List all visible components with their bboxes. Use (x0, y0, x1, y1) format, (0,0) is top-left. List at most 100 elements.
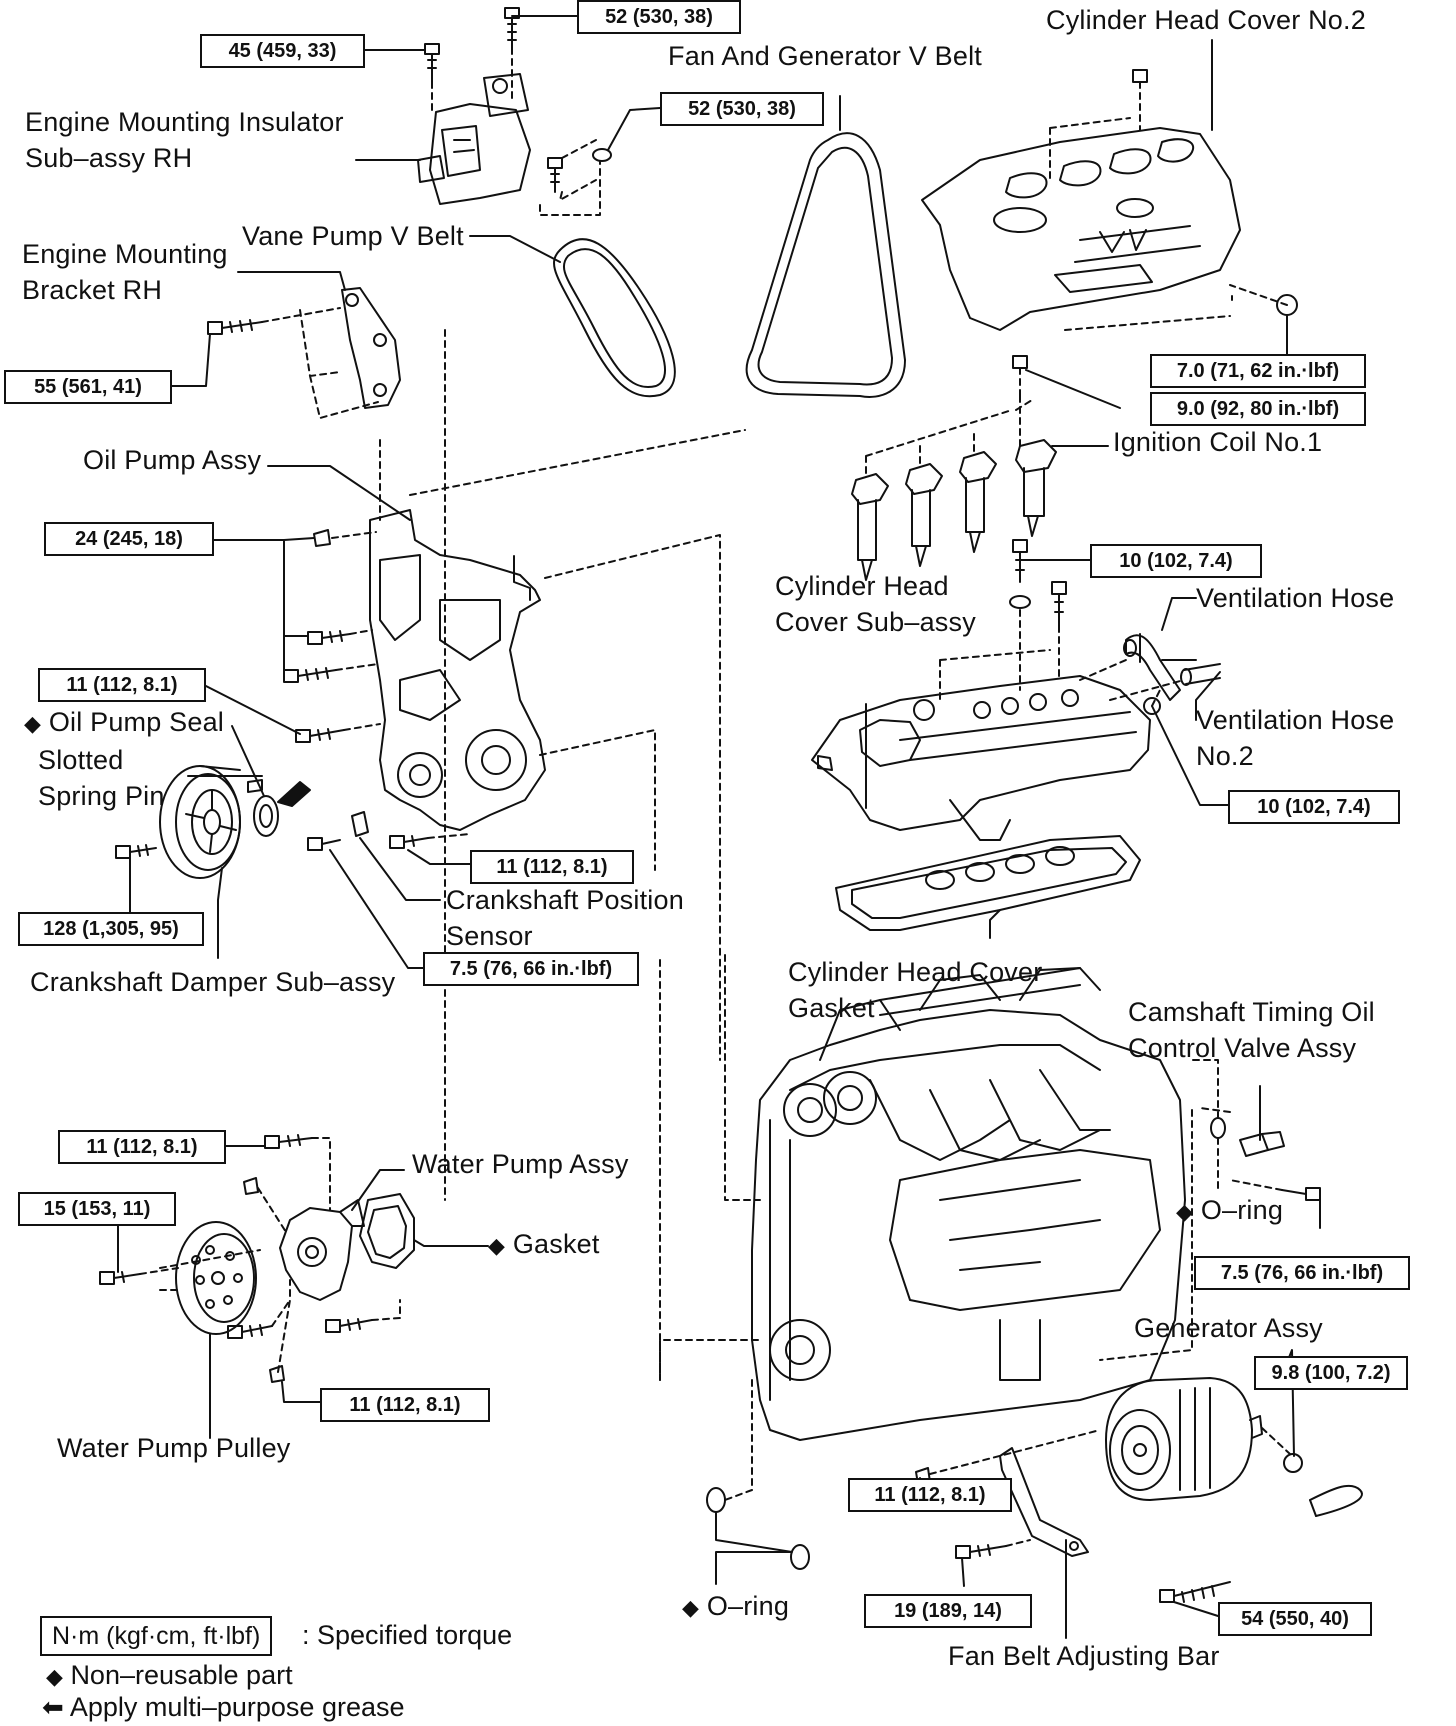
label-line: Cylinder Head (775, 571, 949, 601)
label-water-pump-pulley: Water Pump Pulley (57, 1433, 291, 1463)
oil-pump-bolts (283, 529, 429, 851)
label-line: Sensor (446, 921, 533, 951)
torque-box: 11 (112, 8.1) (58, 1130, 226, 1164)
label-text: Gasket (512, 1229, 600, 1259)
legend-text: Non–reusable part (70, 1660, 293, 1690)
cylinder-head-cover-gasket-shape (835, 835, 1141, 931)
torque-box: 11 (112, 8.1) (320, 1388, 490, 1422)
torque-box: 45 (459, 33) (200, 34, 365, 68)
diamond-icon: ◆ (46, 1664, 63, 1689)
insulator-bolts (424, 7, 612, 193)
label-o-ring-bottom: ◆ O–ring (682, 1588, 789, 1626)
torque-box: 9.0 (92, 80 in.·lbf) (1150, 392, 1366, 426)
label-line: Spring Pin (38, 781, 165, 811)
torque-box: 7.0 (71, 62 in.·lbf) (1150, 354, 1366, 388)
non-reusable-diamond-icon: ◆ (488, 1233, 506, 1258)
o-ring-upper-shape (706, 1487, 726, 1513)
label-text: Oil Pump Seal (48, 707, 225, 737)
engine-block-shape (751, 967, 1186, 1441)
oil-pump-seal-shape (253, 795, 279, 837)
damper-bolt (115, 844, 157, 859)
label-line: No.2 (1196, 741, 1254, 771)
label-cylinder-head-cover-subassy: Cylinder Head Cover Sub–assy (775, 568, 976, 640)
label-vane-pump-v-belt: Vane Pump V Belt (242, 221, 464, 251)
label-line: Camshaft Timing Oil (1128, 997, 1375, 1027)
water-pump-gasket-shape (359, 1193, 415, 1269)
torque-box: 52 (530, 38) (660, 92, 824, 126)
head-cover-bolts (1009, 539, 1161, 715)
label-engine-mounting-insulator: Engine Mounting Insulator Sub–assy RH (25, 104, 344, 176)
label-line: Slotted (38, 745, 124, 775)
engine-mounting-insulator-shape (417, 73, 531, 205)
crankshaft-damper-shape (159, 765, 241, 879)
label-line: Control Valve Assy (1128, 1033, 1357, 1063)
label-line: Bracket RH (22, 275, 163, 305)
leader-lines (117, 15, 1321, 1639)
label-line: Engine Mounting (22, 239, 228, 269)
engine-mounting-bracket-shape (341, 287, 401, 409)
fan-belt-adjusting-bar-shape (999, 1447, 1089, 1557)
label-ventilation-hose: Ventilation Hose (1196, 583, 1395, 613)
label-text: O–ring (1200, 1195, 1284, 1225)
label-line: Gasket (788, 993, 875, 1023)
torque-box: 54 (550, 40) (1218, 1602, 1372, 1636)
label-fan-generator-v-belt: Fan And Generator V Belt (668, 41, 982, 71)
label-ignition-coil-no1: Ignition Coil No.1 (1113, 427, 1323, 457)
label-crankshaft-position-sensor: Crankshaft Position Sensor (446, 882, 684, 954)
cylinder-head-cover-no2-shape (921, 127, 1241, 331)
grease-arrow-icon: ⬅ (42, 1692, 64, 1722)
ventilation-hose-no2-shape (1180, 663, 1221, 686)
non-reusable-diamond-icon: ◆ (682, 1595, 700, 1620)
non-reusable-diamond-icon: ◆ (1176, 1199, 1194, 1224)
label-cylinder-head-cover-gasket: Cylinder Head Cover Gasket (788, 954, 1042, 1026)
torque-box: 7.5 (76, 66 in.·lbf) (1194, 1256, 1410, 1290)
torque-box: 11 (112, 8.1) (848, 1478, 1012, 1512)
legend-specified-torque: : Specified torque (302, 1620, 513, 1650)
torque-box: 10 (102, 7.4) (1090, 544, 1262, 578)
torque-box: 55 (561, 41) (4, 370, 172, 404)
label-slotted-spring-pin: Slotted Spring Pin (38, 742, 165, 814)
torque-box: 11 (112, 8.1) (470, 850, 634, 884)
label-text: O–ring (706, 1591, 790, 1621)
water-pump-assy-shape (279, 1199, 365, 1301)
label-camshaft-timing-oil-control-valve: Camshaft Timing Oil Control Valve Assy (1128, 994, 1375, 1066)
torque-box: 9.8 (100, 7.2) (1254, 1356, 1408, 1390)
torque-box: 7.5 (76, 66 in.·lbf) (423, 952, 639, 986)
label-line: Sub–assy RH (25, 143, 193, 173)
water-pump-pulley-shape (175, 1221, 257, 1335)
label-line: Cover Sub–assy (775, 607, 976, 637)
non-reusable-diamond-icon: ◆ (24, 711, 42, 736)
label-o-ring-right: ◆ O–ring (1176, 1192, 1283, 1230)
label-oil-pump-assy: Oil Pump Assy (83, 445, 262, 475)
camshaft-timing-oil-control-valve-shape (1210, 1117, 1285, 1157)
torque-box: 10 (102, 7.4) (1228, 790, 1400, 824)
label-gasket: ◆ Gasket (488, 1226, 600, 1264)
generator-assy-shape (1105, 1377, 1263, 1501)
torque-box: 52 (530, 38) (577, 0, 741, 34)
label-fan-belt-adjusting-bar: Fan Belt Adjusting Bar (948, 1641, 1220, 1671)
label-crankshaft-damper: Crankshaft Damper Sub–assy (30, 967, 396, 997)
label-ventilation-hose-no2: Ventilation Hose No.2 (1196, 702, 1394, 774)
grease-arrow (277, 781, 311, 807)
bracket-bolt (207, 319, 263, 335)
torque-box: 19 (189, 14) (864, 1594, 1032, 1628)
ventilation-hose-shape (1123, 634, 1181, 701)
label-generator-assy: Generator Assy (1134, 1313, 1323, 1343)
legend-torque-box: N·m (kgf·cm, ft·lbf) (40, 1616, 273, 1656)
legend-grease: ⬅ Apply multi–purpose grease (42, 1690, 405, 1724)
label-oil-pump-seal: ◆ Oil Pump Seal (24, 704, 224, 742)
label-line: Ventilation Hose (1196, 705, 1395, 735)
vane-pump-v-belt-shape (553, 238, 676, 398)
oil-pump-assy-shape (369, 509, 546, 831)
water-pump-bolts (99, 1134, 373, 1383)
torque-box: 11 (112, 8.1) (38, 668, 206, 702)
label-cylinder-head-cover-no2: Cylinder Head Cover No.2 (1046, 5, 1366, 35)
label-line: Cylinder Head Cover (788, 957, 1043, 987)
o-ring-lower-shape (790, 1544, 810, 1570)
legend-text: Apply multi–purpose grease (69, 1692, 405, 1722)
torque-box: 24 (245, 18) (44, 522, 214, 556)
torque-box: 128 (1,305, 95) (18, 912, 204, 946)
torque-box: 15 (153, 11) (18, 1192, 176, 1226)
legend-non-reusable: ◆ Non–reusable part (46, 1658, 293, 1694)
ignition-coil-shapes (851, 439, 1057, 581)
